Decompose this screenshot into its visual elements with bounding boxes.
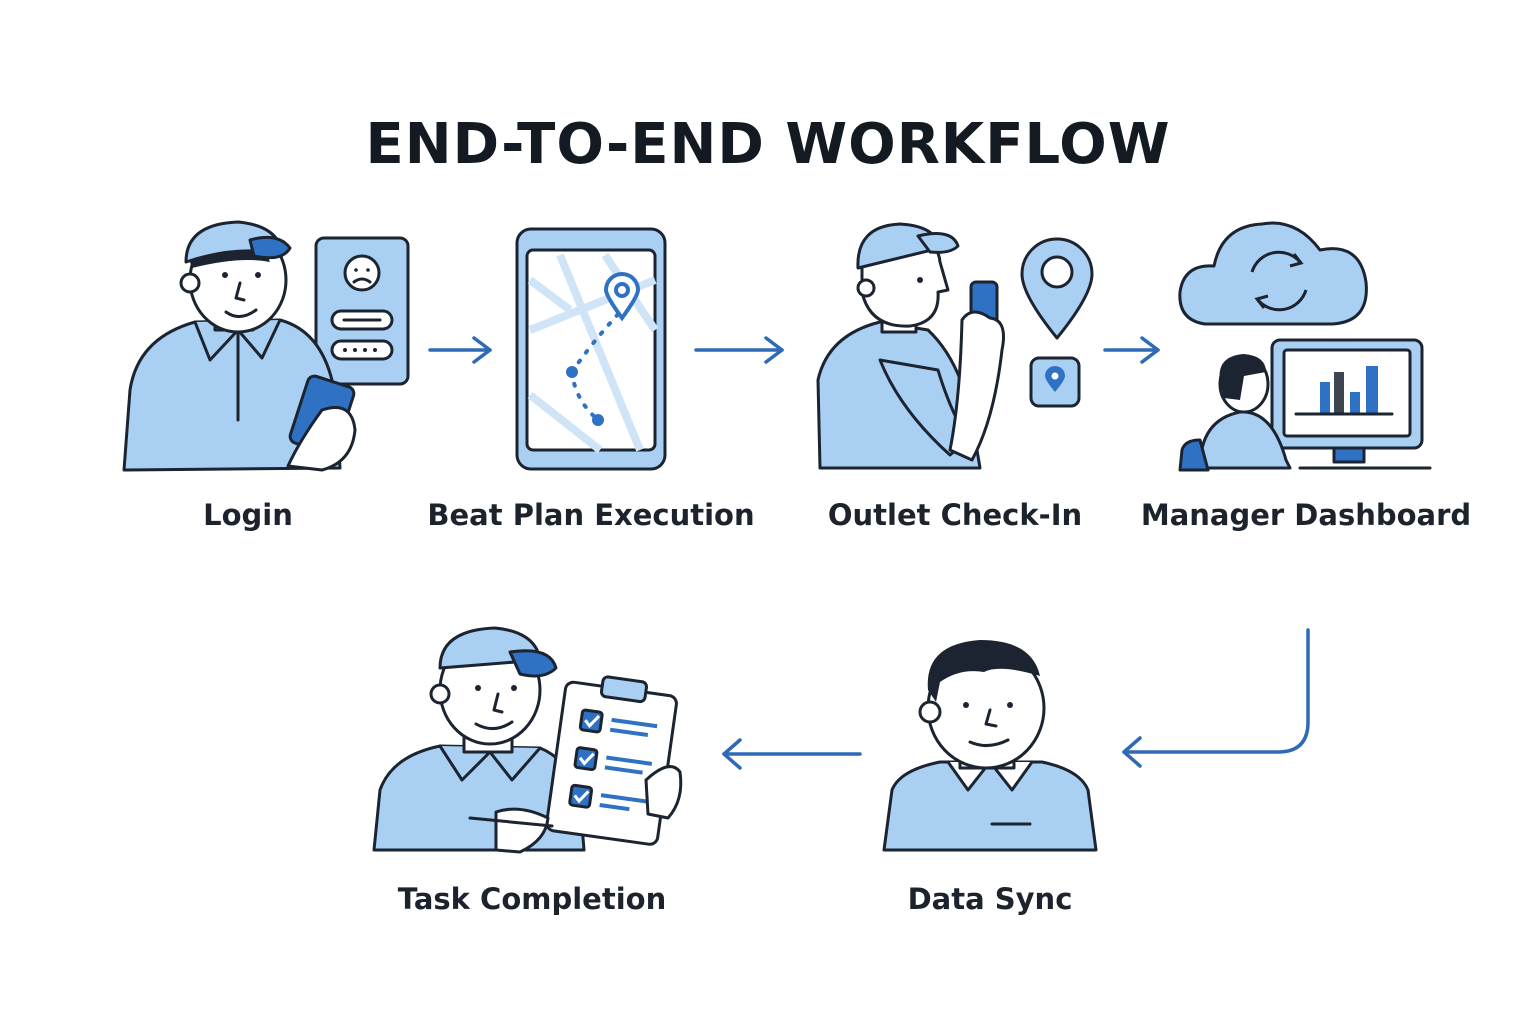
step-label-task-completion: Task Completion <box>397 882 667 916</box>
step-label-beat-plan-execution: Beat Plan Execution <box>427 498 755 532</box>
cloud-sync-dashboard-icon <box>1178 221 1432 472</box>
arrow-login-to-beat-plan <box>428 336 492 364</box>
person-phone-login-icon <box>122 220 410 472</box>
diagram-title: END-TO-END WORKFLOW <box>365 112 1171 177</box>
arrow-dashboard-to-data-sync <box>1122 628 1310 768</box>
arrow-beat-plan-to-checkin <box>694 336 784 364</box>
step-label-outlet-check-in: Outlet Check-In <box>827 498 1083 532</box>
step-label-data-sync: Data Sync <box>907 882 1073 916</box>
tablet-map-route-icon <box>515 227 667 471</box>
step-label-manager-dashboard: Manager Dashboard <box>1140 498 1472 532</box>
person-location-checkin-icon <box>816 222 1094 470</box>
arrow-checkin-to-dashboard <box>1103 336 1160 364</box>
step-label-login: Login <box>203 498 293 532</box>
person-clipboard-checklist-icon <box>372 626 683 854</box>
person-data-sync-icon <box>882 640 1098 852</box>
arrow-data-sync-to-task-completion <box>722 738 862 770</box>
